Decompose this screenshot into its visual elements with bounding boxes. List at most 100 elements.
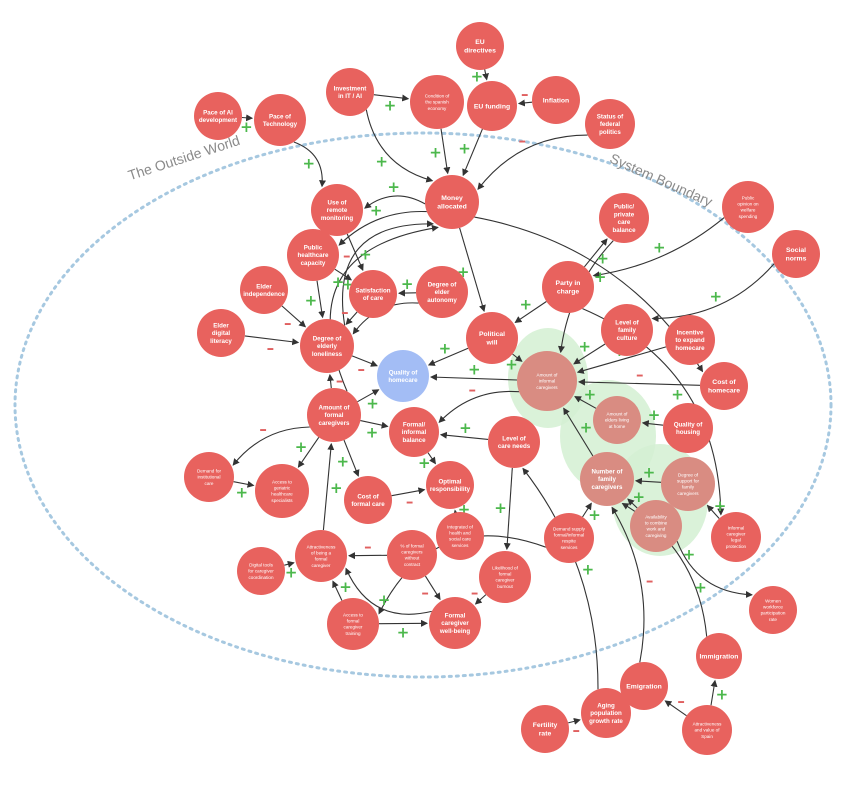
causal-link bbox=[574, 396, 597, 409]
causal-link bbox=[706, 504, 720, 519]
node-circle bbox=[581, 688, 631, 738]
system-boundary-ellipse bbox=[13, 131, 833, 679]
causal-link bbox=[424, 575, 441, 601]
causal-link bbox=[611, 506, 645, 663]
positive-link-sign: + bbox=[397, 624, 410, 642]
causal-link bbox=[365, 109, 434, 183]
node-circle bbox=[237, 547, 285, 595]
node-circle bbox=[426, 461, 474, 509]
positive-link-sign: + bbox=[295, 438, 308, 456]
causal-link bbox=[430, 373, 518, 381]
node-circle bbox=[436, 512, 484, 560]
node-circle bbox=[194, 92, 242, 140]
node-circle bbox=[467, 81, 517, 131]
positive-link-sign: + bbox=[401, 275, 414, 293]
node-circle bbox=[307, 388, 361, 442]
positive-link-sign: + bbox=[648, 406, 661, 424]
positive-link-sign: + bbox=[671, 385, 684, 403]
node-circle bbox=[377, 350, 429, 402]
causal-link bbox=[232, 426, 310, 466]
node-circle bbox=[255, 464, 309, 518]
positive-link-sign: + bbox=[596, 250, 609, 268]
node-immigration[interactable]: Immigration bbox=[696, 633, 742, 679]
negative-link-sign: – bbox=[469, 380, 477, 398]
node-circle bbox=[711, 512, 761, 562]
node-inflation[interactable]: Inflation bbox=[532, 76, 580, 124]
node-circle bbox=[749, 586, 797, 634]
causal-link bbox=[244, 335, 300, 346]
causal-link bbox=[477, 134, 588, 190]
positive-link-sign: + bbox=[429, 143, 442, 161]
causal-link bbox=[364, 195, 426, 209]
causal-link bbox=[582, 502, 592, 518]
causal-link bbox=[459, 227, 486, 313]
causal-link bbox=[583, 238, 608, 268]
node-emigration[interactable]: Emigration bbox=[620, 662, 668, 710]
node-circle bbox=[585, 99, 635, 149]
positive-link-sign: + bbox=[520, 296, 533, 314]
positive-link-sign: + bbox=[370, 202, 383, 220]
node-circle bbox=[544, 513, 594, 563]
node-eu-funding[interactable]: EU funding bbox=[467, 81, 517, 131]
causal-link bbox=[512, 353, 523, 362]
